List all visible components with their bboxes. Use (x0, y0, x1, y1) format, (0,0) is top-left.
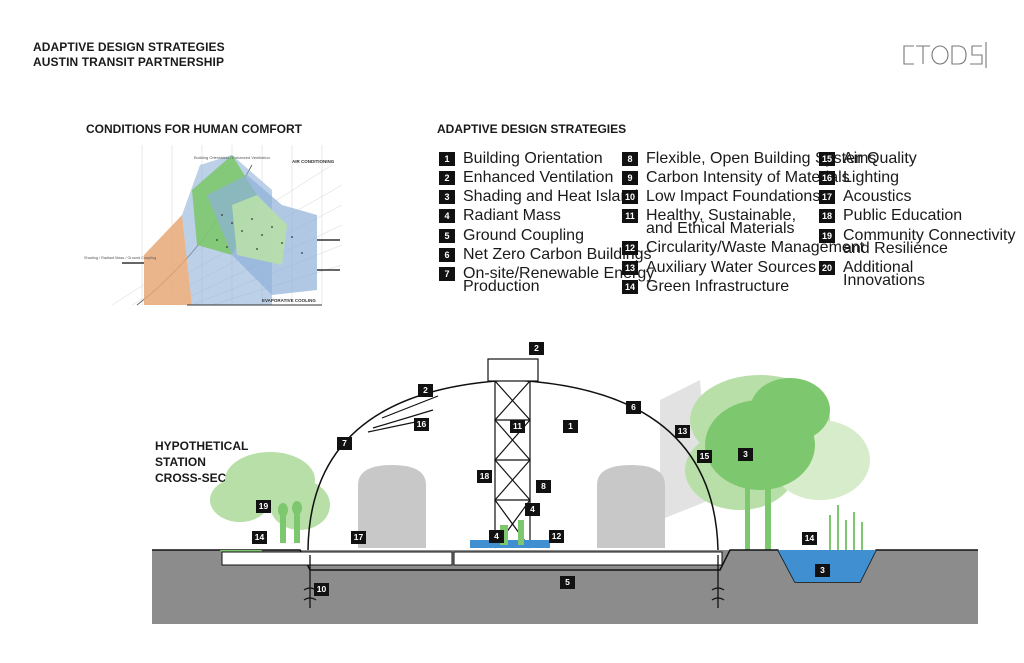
ctods-logo (903, 42, 987, 68)
strategy-label: Auxiliary Water Sources (646, 259, 817, 276)
section-tag: 8 (536, 480, 551, 493)
section-tag: 15 (697, 450, 712, 463)
strategy-label: Enhanced Ventilation (463, 169, 614, 186)
strategy-label: Ground Coupling (463, 227, 584, 244)
strategies-title: ADAPTIVE DESIGN STRATEGIES (437, 122, 627, 136)
strategy-item: 9 Carbon Intensity of Materials (622, 169, 850, 186)
strategy-item: 19 Community Connectivity and Resilience (819, 227, 1016, 257)
section-tag: 17 (351, 531, 366, 544)
strategy-number: 20 (819, 261, 835, 275)
section-tag: 1 (563, 420, 578, 433)
section-tag: 12 (549, 530, 564, 543)
train-right (597, 465, 665, 548)
section-tag: 2 (529, 342, 544, 355)
strategy-number: 15 (819, 152, 835, 166)
strategy-label: Public Education (843, 207, 963, 224)
strategy-number: 16 (819, 171, 835, 185)
strategy-item: 10 Low Impact Foundations (622, 188, 821, 205)
strategy-number: 5 (439, 229, 455, 243)
strategy-item: 4 Radiant Mass (439, 207, 561, 224)
strategy-label: Carbon Intensity of Materials (646, 169, 850, 186)
section-tag: 3 (815, 564, 830, 577)
section-tag: 4 (525, 503, 540, 516)
strategy-number: 3 (439, 190, 455, 204)
strategy-label: Lighting (843, 169, 900, 186)
strategy-item: 18 Public Education (819, 207, 963, 224)
strategy-label: Circularity/Waste Management (646, 239, 865, 256)
section-tag: 3 (738, 448, 753, 461)
chart-label-ac: AIR CONDITIONING (292, 159, 335, 164)
chart-label-evap: EVAPORATIVE COOLING (262, 298, 316, 303)
strategy-item: 13 Auxiliary Water Sources (622, 259, 817, 276)
lattice-tower (494, 380, 531, 549)
strategy-item: 11 Healthy, Sustainable, and Ethical Mate… (622, 207, 797, 237)
strategy-number: 14 (622, 280, 638, 294)
strategy-number: 19 (819, 229, 835, 243)
strategy-number: 13 (622, 261, 638, 275)
header-subtitle: AUSTIN TRANSIT PARTNERSHIP (33, 55, 225, 69)
section-tag: 5 (560, 576, 575, 589)
strategy-item: 8 Flexible, Open Building Systems (622, 150, 877, 167)
strategy-item: 2 Enhanced Ventilation (439, 169, 614, 186)
chart-label-shading: Shading / Radiant Mass / Ground Coupling (84, 256, 156, 260)
train-left (358, 465, 426, 548)
strategy-label: Flexible, Open Building Systems (646, 150, 877, 167)
strategy-number: 2 (439, 171, 455, 185)
header-title: ADAPTIVE DESIGN STRATEGIES (33, 40, 225, 54)
comfort-chart: Building Orientation / Enhanced Ventilat… (84, 145, 343, 306)
strategy-number: 6 (439, 248, 455, 262)
strategy-item: 12 Circularity/Waste Management (622, 239, 865, 256)
section-tag: 11 (510, 420, 525, 433)
strategy-label: Green Infrastructure (646, 278, 790, 295)
section-tag: 14 (252, 531, 267, 544)
page-header: ADAPTIVE DESIGN STRATEGIES AUSTIN TRANSI… (33, 40, 225, 70)
strategy-number: 1 (439, 152, 455, 166)
comfort-title: CONDITIONS FOR HUMAN COMFORT (86, 122, 302, 136)
section-tag: 13 (675, 425, 690, 438)
strategy-number: 4 (439, 209, 455, 223)
section-tag: 6 (626, 401, 641, 414)
strategy-label: Community Connectivity and Resilience (843, 227, 1016, 257)
section-tag: 18 (477, 470, 492, 483)
section-tag: 4 (489, 530, 504, 543)
strategy-number: 12 (622, 241, 638, 255)
strategy-number: 8 (622, 152, 638, 166)
strategy-item: 17 Acoustics (819, 188, 912, 205)
strategy-item: 15 Air Quality (819, 150, 917, 167)
strategy-label: Radiant Mass (463, 207, 561, 224)
section-tag: 10 (314, 583, 329, 596)
strategy-item: 16 Lighting (819, 169, 900, 186)
strategy-label: Building Orientation (463, 150, 603, 167)
strategy-item: 20 Additional Innovations (819, 259, 925, 289)
strategy-number: 17 (819, 190, 835, 204)
trees-left (210, 452, 330, 530)
section-tag: 19 (256, 500, 271, 513)
section-tag: 7 (337, 437, 352, 450)
section-tag: 2 (418, 384, 433, 397)
section-tag: 16 (414, 418, 429, 431)
strategy-number: 9 (622, 171, 638, 185)
strategy-label: Additional Innovations (843, 259, 925, 289)
strategy-item: 1 Building Orientation (439, 150, 603, 167)
strategy-number: 7 (439, 267, 455, 281)
strategy-label: Healthy, Sustainable, and Ethical Materi… (646, 207, 797, 237)
section-tag: 14 (802, 532, 817, 545)
strategy-label: Air Quality (843, 150, 917, 167)
trees-right (660, 375, 870, 550)
strategy-number: 10 (622, 190, 638, 204)
strategy-number: 18 (819, 209, 835, 223)
strategy-item: 5 Ground Coupling (439, 227, 584, 244)
chart-label-top: Building Orientation / Enhanced Ventilat… (194, 155, 270, 160)
strategy-number: 11 (622, 209, 638, 223)
strategy-label: Acoustics (843, 188, 912, 205)
strategy-item: 14 Green Infrastructure (622, 278, 790, 295)
strategy-label: Low Impact Foundations (646, 188, 821, 205)
